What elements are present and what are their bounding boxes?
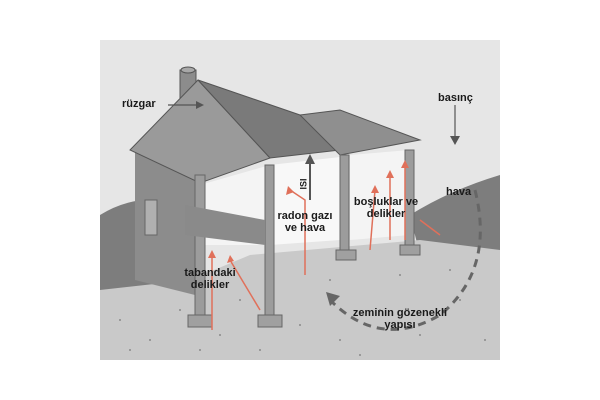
room-right	[350, 150, 410, 240]
radon-flow-arrows	[211, 165, 441, 330]
roof-right	[298, 109, 422, 156]
label-gaps-holes: boşluklar ve delikler	[353, 196, 419, 220]
label-pressure: basınç	[438, 92, 473, 104]
soil-air-circulation	[328, 189, 482, 331]
label-radon-gas-air: radon gazı ve hava	[277, 210, 333, 234]
post	[264, 164, 275, 316]
floor-deck	[185, 205, 265, 245]
side-wall	[135, 150, 195, 295]
soil	[100, 240, 500, 360]
window	[144, 199, 158, 236]
post	[194, 174, 206, 316]
diagram-panel: rüzgar basınç hava ISI radon gazı ve hav…	[100, 40, 500, 360]
label-floor-holes: tabandaki delikler	[184, 267, 236, 291]
label-heat: ISI	[298, 178, 309, 190]
label-wind: rüzgar	[122, 98, 156, 110]
house-illustration	[100, 66, 500, 360]
label-air: hava	[446, 186, 472, 198]
label-porous-soil: zeminin gözenekli yapısı	[352, 307, 448, 331]
soil-texture	[119, 269, 486, 356]
